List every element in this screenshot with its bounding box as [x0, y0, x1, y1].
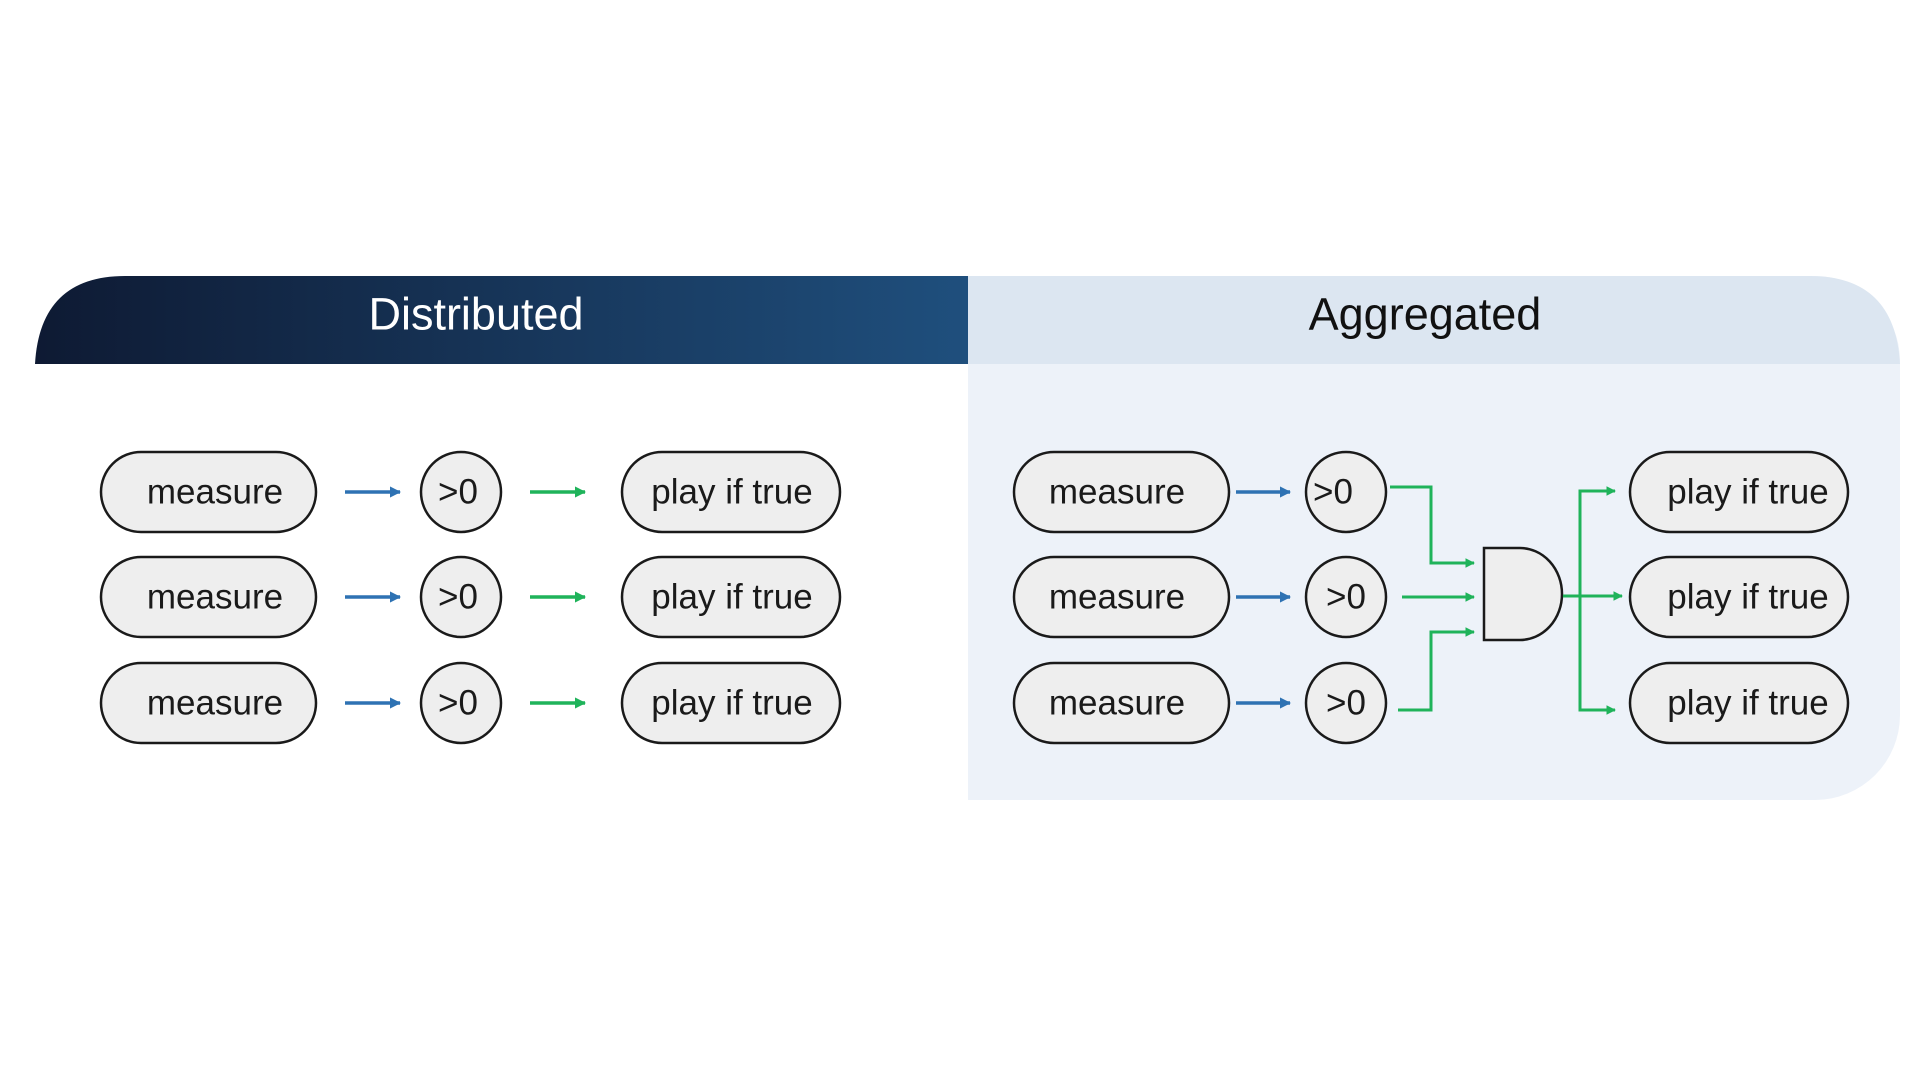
threshold-label: >0	[1313, 473, 1353, 512]
measure-label: measure	[147, 578, 283, 617]
measure-label: measure	[1049, 473, 1185, 512]
distributed-title: Distributed	[368, 289, 583, 340]
measure-node	[1012, 555, 1231, 639]
green-connector-arrow	[1390, 485, 1475, 568]
distributed-header	[35, 276, 968, 364]
threshold-label: >0	[1326, 684, 1366, 723]
threshold-label: >0	[1326, 578, 1366, 617]
aggregated-row: measure >0	[1012, 661, 1388, 745]
distributed-row: measure >0 play if true	[99, 555, 842, 639]
threshold-node	[419, 450, 503, 534]
aggregated-row: measure >0	[1012, 450, 1388, 534]
action-node	[1628, 450, 1850, 534]
measure-node	[99, 661, 318, 745]
action-node	[1628, 555, 1850, 639]
measure-node	[1012, 661, 1231, 745]
measure-label: measure	[1049, 684, 1185, 723]
green-connector-arrow	[1578, 596, 1616, 715]
measure-label: measure	[147, 684, 283, 723]
action-label: play if true	[1667, 578, 1828, 617]
distributed-row: measure >0 play if true	[99, 661, 842, 745]
action-node	[620, 661, 842, 745]
green-connector-arrow	[1398, 627, 1475, 712]
measure-node	[1012, 450, 1231, 534]
distributed-row: measure >0 play if true	[99, 450, 842, 534]
aggregated-row: measure >0	[1012, 555, 1388, 639]
action-label: play if true	[1667, 473, 1828, 512]
threshold-label: >0	[438, 473, 478, 512]
measure-node	[99, 555, 318, 639]
measure-label: measure	[147, 473, 283, 512]
action-label: play if true	[651, 684, 812, 723]
threshold-node	[419, 661, 503, 745]
action-node	[620, 555, 842, 639]
threshold-node	[419, 555, 503, 639]
threshold-label: >0	[438, 684, 478, 723]
threshold-node	[1304, 555, 1388, 639]
aggregated-header	[968, 276, 1900, 364]
action-node	[620, 450, 842, 534]
threshold-node	[1304, 450, 1388, 534]
measure-label: measure	[1049, 578, 1185, 617]
action-label: play if true	[651, 578, 812, 617]
and-gate-icon	[1482, 546, 1564, 642]
measure-node	[99, 450, 318, 534]
green-connector-arrow	[1578, 486, 1616, 596]
action-label: play if true	[1667, 684, 1828, 723]
aggregated-title: Aggregated	[1309, 289, 1542, 340]
action-node	[1628, 661, 1850, 745]
threshold-node	[1304, 661, 1388, 745]
threshold-label: >0	[438, 578, 478, 617]
action-label: play if true	[651, 473, 812, 512]
